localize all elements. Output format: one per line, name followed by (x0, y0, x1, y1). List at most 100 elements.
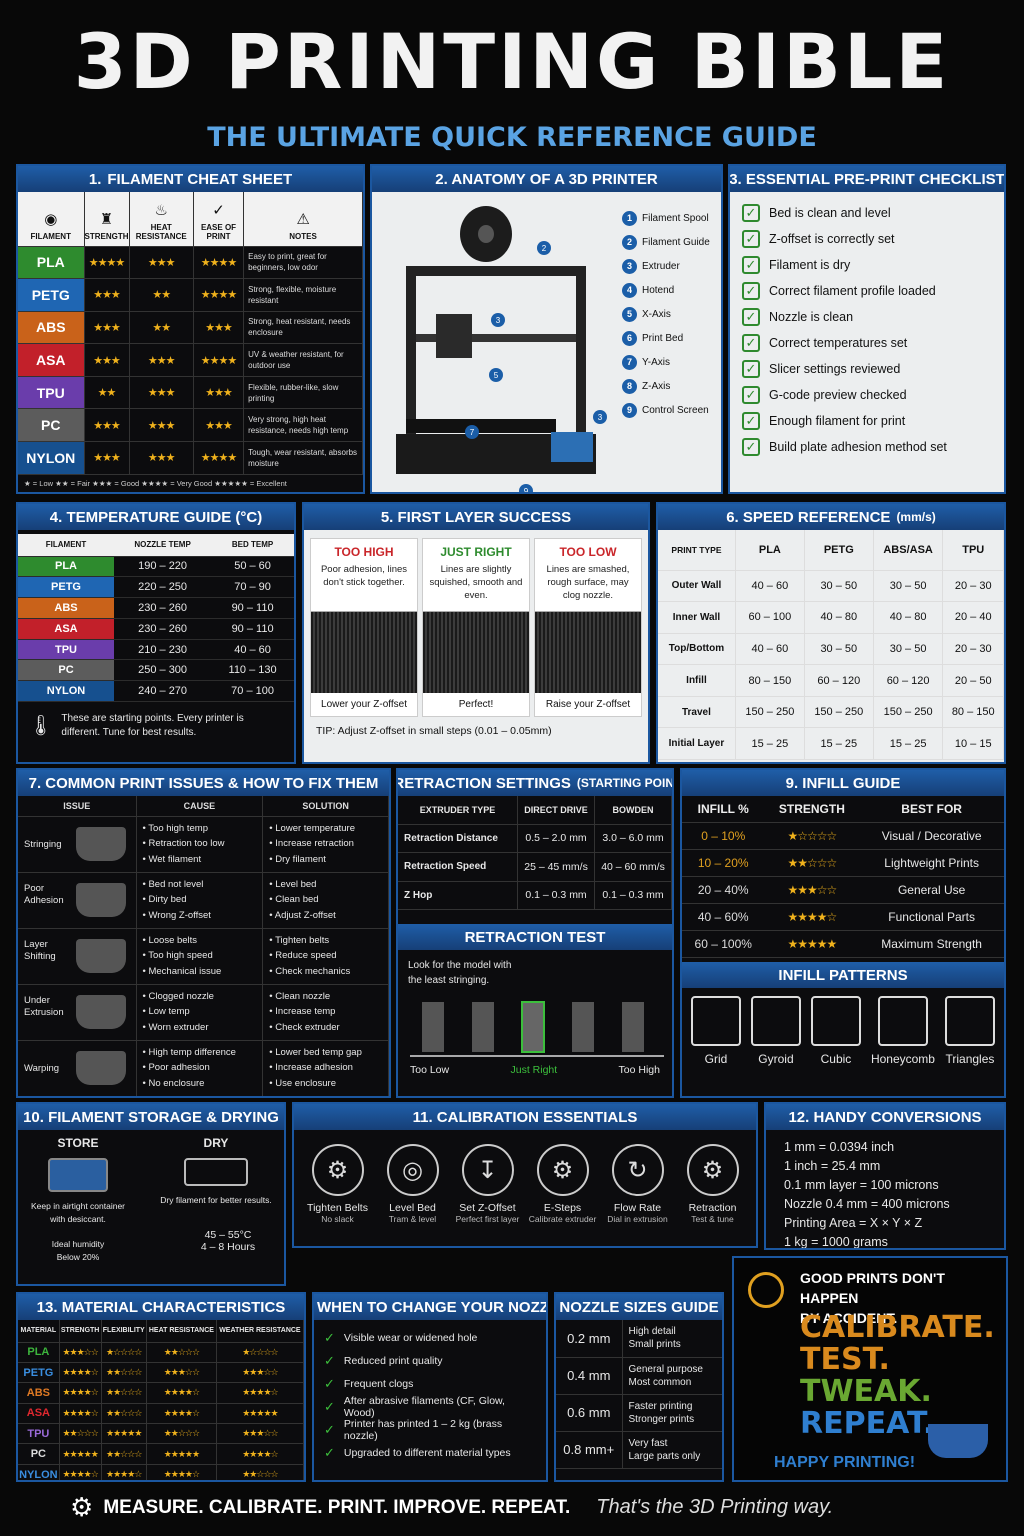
conversion-item: Nozzle 0.4 mm = 400 microns (784, 1197, 950, 1211)
retraction-cell: 3.0 – 6.0 mm (594, 824, 672, 853)
checkbox-icon[interactable]: ✓ (742, 438, 760, 456)
checklist-item[interactable]: ✓G-code preview checked (742, 382, 992, 408)
material-stars: ★★★★★ (146, 1443, 217, 1465)
checklist-item[interactable]: ✓Build plate adhesion method set (742, 434, 992, 460)
common-print-issues: 7. COMMON PRINT ISSUES & HOW TO FIX THEM… (16, 768, 391, 1098)
panel-subtitle: (STARTING POINTS) (576, 776, 674, 790)
ease-stars: ★★★★ (193, 441, 245, 475)
checkbox-icon[interactable]: ✓ (742, 334, 760, 352)
solution-item: Increase adhesion (269, 1060, 388, 1076)
filament-row: PC★★★★★★★★★Very strong, high heat resist… (18, 408, 363, 443)
cause-item: Too high speed (143, 948, 263, 964)
svg-text:3: 3 (598, 413, 603, 422)
checkbox-icon[interactable]: ✓ (742, 308, 760, 326)
column-icon: ♨ (154, 201, 168, 219)
filament-row: NYLON★★★★★★★★★★Tough, wear resistant, ab… (18, 441, 363, 475)
strength-stars: ★★ (84, 376, 130, 410)
nozzle-temp: 210 – 230 (114, 639, 212, 661)
infill-pct: 40 – 60% (682, 903, 765, 932)
checklist-item[interactable]: ✓Enough filament for print (742, 408, 992, 434)
print-bed (406, 419, 556, 433)
material-col-header: FLEXIBILITY (101, 1320, 147, 1343)
conversion-item: 0.1 mm layer = 100 microns (784, 1178, 939, 1192)
left-frame (406, 266, 416, 466)
checkbox-icon[interactable]: ✓ (742, 204, 760, 222)
repeat-word: REPEAT. (800, 1406, 935, 1441)
issue-col-header: ISSUE (18, 796, 137, 817)
issue-row: Stringing Too high tempRetraction too low… (18, 816, 389, 873)
speed-cell: 30 – 50 (873, 570, 944, 603)
heat-stars: ★★★ (129, 246, 194, 280)
solution-item: Level bed (269, 877, 388, 893)
cause-item: No enclosure (143, 1076, 263, 1092)
solution-item: Use enclosure (269, 1076, 388, 1092)
pattern-label: Gyroid (758, 1052, 794, 1067)
checkbox-icon[interactable]: ✓ (742, 256, 760, 274)
cause-list: Too high tempRetraction too lowWet filam… (137, 821, 263, 868)
checklist-item[interactable]: ✓Z-offset is correctly set (742, 226, 992, 252)
material-stars: ★★★★☆ (59, 1382, 102, 1404)
filament-col-header: ◉FILAMENT (18, 192, 85, 247)
calibration-name: Level Bed (389, 1202, 436, 1214)
issue-name: Stringing (24, 838, 62, 850)
filament-name: ABS (18, 311, 85, 345)
nozzle-temp: 230 – 260 (114, 618, 212, 640)
strength-stars: ★★★ (84, 408, 130, 443)
calibration-name: Tighten Belts (307, 1202, 368, 1214)
checkbox-icon[interactable]: ✓ (742, 230, 760, 248)
checklist-item[interactable]: ✓Filament is dry (742, 252, 992, 278)
issue-solution: Lower temperatureIncrease retractionDry … (262, 816, 389, 873)
infill-col-header: INFILL % (682, 796, 765, 823)
material-row: TPU★★☆☆☆★★★★★★★☆☆☆★★★☆☆ (18, 1423, 304, 1445)
checkbox-icon[interactable]: ✓ (742, 282, 760, 300)
infill-row: 20 – 40%★★★☆☆General Use (682, 876, 1004, 905)
issue-row: Under ExtrusionClogged nozzleLow tempWor… (18, 984, 389, 1041)
material-stars: ★★☆☆☆ (146, 1423, 217, 1445)
checklist-item[interactable]: ✓Nozzle is clean (742, 304, 992, 330)
speed-col-header: TPU (942, 530, 1004, 571)
panel-header: 4. TEMPERATURE GUIDE (°C) (18, 504, 294, 530)
solution-list: Level bedClean bedAdjust Z-offset (263, 877, 388, 924)
rating-legend: ★ = Low ★★ = Fair ★★★ = Good ★★★★ = Very… (24, 478, 287, 488)
checklist-item[interactable]: ✓Bed is clean and level (742, 200, 992, 226)
checkbox-icon[interactable]: ✓ (742, 360, 760, 378)
part-label: Print Bed (642, 332, 684, 344)
panel-header: 2. ANATOMY OF A 3D PRINTER (372, 166, 721, 192)
lightbulb-icon (748, 1272, 784, 1308)
nozzle-desc-line: Stronger prints (628, 1413, 695, 1425)
speed-cell: 80 – 150 (735, 664, 805, 697)
filament-name: PETG (18, 278, 85, 312)
issue-name: Layer Shifting (24, 938, 56, 962)
material-stars: ★★★★☆ (59, 1362, 102, 1384)
speed-cell: Inner Wall (658, 601, 736, 634)
heat-stars: ★★★ (129, 441, 194, 475)
heat-stars: ★★★ (129, 408, 194, 443)
checkbox-icon[interactable]: ✓ (742, 412, 760, 430)
solution-item: Check extruder (269, 1020, 388, 1036)
filament-name: ASA (18, 343, 85, 377)
speed-cell: 60 – 120 (873, 664, 944, 697)
checkbox-icon[interactable]: ✓ (742, 386, 760, 404)
infill-use: Functional Parts (859, 903, 1004, 932)
checklist-item[interactable]: ✓Correct temperatures set (742, 330, 992, 356)
checklist-item[interactable]: ✓Correct filament profile loaded (742, 278, 992, 304)
filament-row: TPU★★★★★★★★Flexible, rubber-like, slow p… (18, 376, 363, 410)
cause-item: High temp difference (143, 1045, 263, 1061)
svg-text:7: 7 (470, 428, 475, 437)
checklist-item[interactable]: ✓Slicer settings reviewed (742, 356, 992, 382)
filament-notes: Flexible, rubber-like, slow printing (243, 376, 363, 410)
container-icon (48, 1158, 108, 1192)
